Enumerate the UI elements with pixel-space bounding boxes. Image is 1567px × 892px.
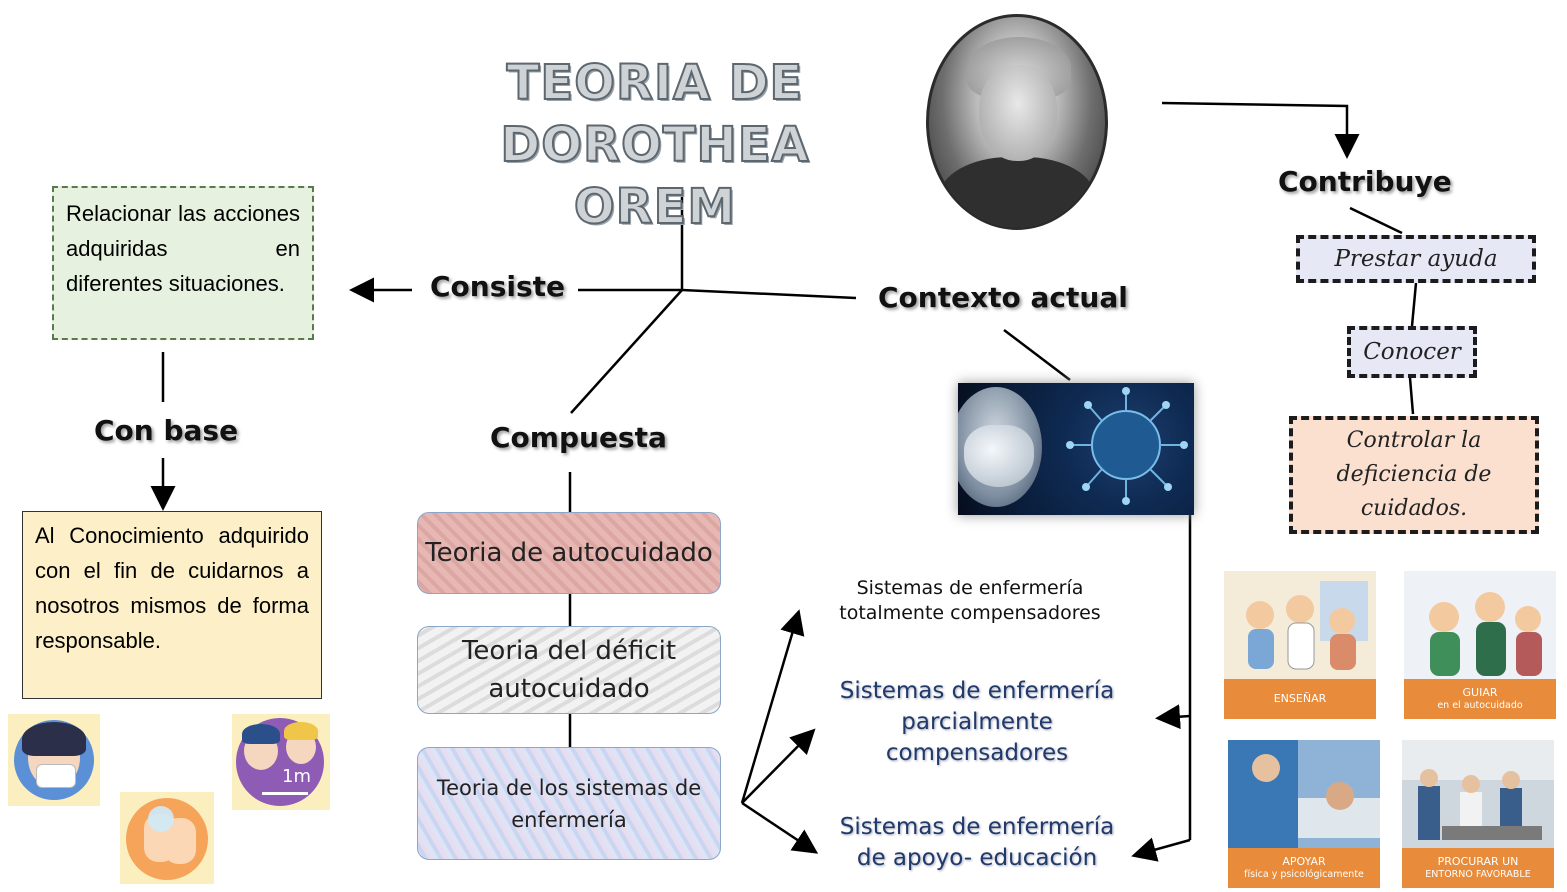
card-procurar: PROCURAR UN ENTORNO FAVORABLE [1402,740,1554,888]
compuesta-label: Compuesta [490,421,667,454]
con-base-label: Con base [94,414,239,447]
teaching-illustration [1224,571,1376,681]
system-label: Sistemas de enfermería de apoyo- educaci… [839,814,1115,871]
system-arrow-1 [740,609,805,804]
card-title: ENSEÑAR [1273,692,1327,705]
card-apoyar: APOYAR física y psicológicamente [1228,740,1380,888]
virus-icon [1066,387,1188,505]
conocer-controlar-line [1408,377,1415,415]
card-guiar: GUIAR en el autocuidado [1404,571,1556,719]
virus-arrow-parcial [1155,704,1191,730]
title-line-1: TEORIA DE [506,54,804,112]
card-ensenar: ENSEÑAR [1224,571,1376,719]
system-arrow-2 [741,728,816,804]
card-title: APOYAR [1282,855,1326,868]
con-base-box-text: Al Conocimiento adquirido con el fin de … [35,523,309,653]
theory-label: Teoria de los sistemas de enfermería [436,775,702,832]
system-label: Sistemas de enfermería parcialmente comp… [839,678,1115,766]
theory-label: Teoria del déficit autocuidado [461,636,677,704]
consiste-box-text: Relacionar las acciones adquiridas en di… [66,201,300,296]
contexto-virus-line [1003,329,1071,381]
environment-photo [1402,740,1554,850]
card-subtitle: en el autocuidado [1437,700,1523,711]
theory-box-sistemas: Teoria de los sistemas de enfermería [417,747,721,860]
contribuye-label: Contribuye [1278,165,1452,198]
theory-box-autocuidado: Teoria de autocuidado [417,512,721,594]
prestar-ayuda-box: Prestar ayuda [1296,235,1536,283]
mask-face-icon [8,714,100,806]
card-subtitle: ENTORNO FAVORABLE [1425,869,1531,880]
title-line-2: DOROTHEA OREM [499,116,810,236]
card-band: ENSEÑAR [1224,679,1376,719]
conocer-box: Conocer [1347,326,1477,378]
hand-washing-icon [120,792,214,884]
social-distance-icon: 1m [232,714,330,810]
contexto-actual-label: Contexto actual [878,281,1128,314]
con-base-box: Al Conocimiento adquirido con el fin de … [22,511,322,699]
virus-arrow-apoyo [1131,837,1191,862]
controlar-deficiencia-text: Controlar la deficiencia de cuidados. [1336,428,1492,521]
controlar-deficiencia-box: Controlar la deficiencia de cuidados. [1289,416,1539,534]
card-band: APOYAR física y psicológicamente [1228,848,1380,888]
distance-text: 1m [282,766,311,787]
theory-box-deficit: Teoria del déficit autocuidado [417,626,721,714]
portrait-contribuye-arrow [1161,101,1360,159]
system-totalmente-compensadores: Sistemas de enfermería totalmente compen… [839,577,1101,624]
card-subtitle: física y psicológicamente [1244,869,1364,880]
card-band: PROCURAR UN ENTORNO FAVORABLE [1402,848,1554,888]
compuesta-link-line [570,289,683,414]
diagram-title: TEORIA DE DOROTHEA OREM [420,52,890,238]
system-parcialmente-compensadores: Sistemas de enfermería parcialmente comp… [812,676,1142,769]
system-arrow-3 [741,801,819,854]
support-photo [1228,740,1380,850]
theory-label: Teoria de autocuidado [425,538,713,568]
contribuye-link-line [1349,206,1403,235]
ayuda-conocer-line [1410,282,1418,327]
guiding-illustration [1404,571,1556,681]
consiste-label: Consiste [430,270,566,303]
covid-context-image [958,383,1194,515]
consiste-box: Relacionar las acciones adquiridas en di… [52,186,314,340]
dorothea-orem-portrait [926,14,1108,230]
card-title: PROCURAR UN [1437,855,1519,868]
system-apoyo-educacion: Sistemas de enfermería de apoyo- educaci… [812,812,1142,874]
card-title: GUIAR [1462,686,1498,699]
contexto-link-line [681,288,857,300]
distance-arrow-icon [262,792,308,795]
card-band: GUIAR en el autocuidado [1404,679,1556,719]
